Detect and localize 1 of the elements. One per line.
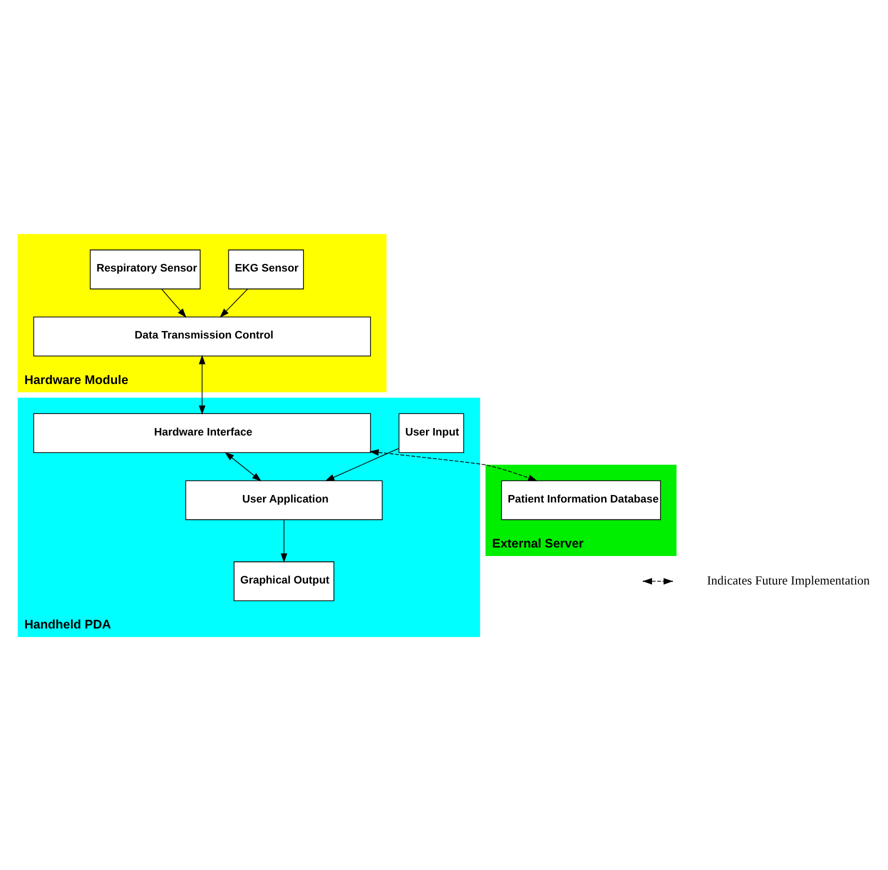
legend-label: Indicates Future Implementation: [707, 572, 870, 587]
